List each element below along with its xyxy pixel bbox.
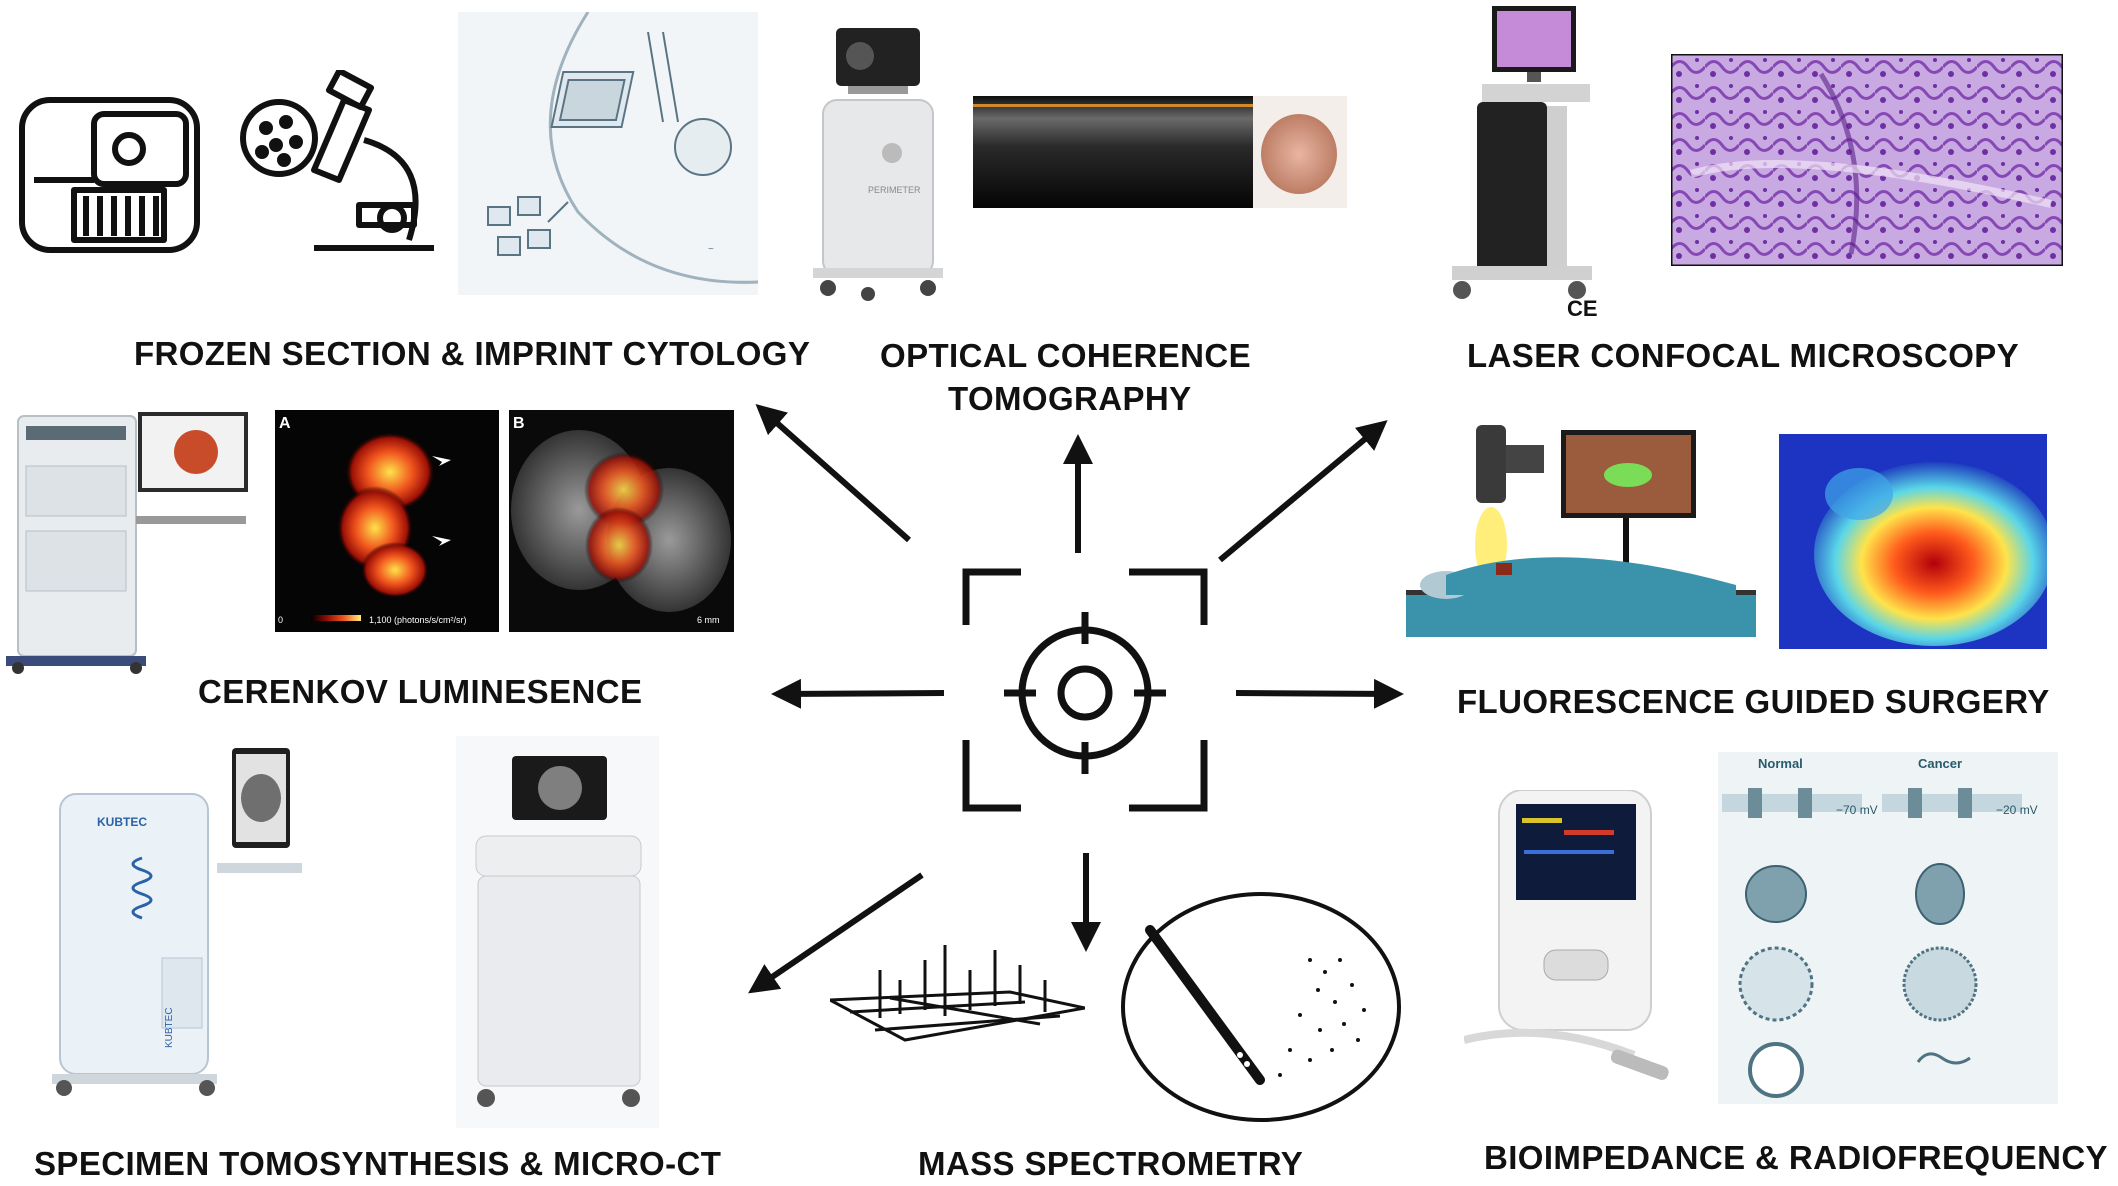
svg-text:6 mm: 6 mm	[697, 615, 720, 625]
mass-spectrum-plot-icon	[830, 945, 1085, 1042]
ce-mark: CE	[1567, 296, 1598, 321]
cerenkov-panel-b: B 6 mm	[509, 410, 734, 632]
oct-cart-device: PERIMETER	[813, 28, 943, 301]
oct-scan-image	[973, 96, 1347, 208]
imprint-cytology-sketch: ~	[458, 12, 758, 295]
kubtec-specimen-device: KUBTEC KUBTEC	[52, 748, 302, 1096]
svg-text:1,100 (photons/s/cm²/sr): 1,100 (photons/s/cm²/sr)	[369, 615, 467, 625]
label-oct-line2: TOMOGRAPHY	[948, 380, 1192, 417]
svg-text:~: ~	[708, 244, 714, 255]
svg-text:−70 mV: −70 mV	[1836, 803, 1878, 817]
svg-text:−20 mV: −20 mV	[1996, 803, 2038, 817]
arrow-to-fgs	[1235, 678, 1404, 709]
confocal-device: CE	[1452, 6, 1598, 321]
surgical-smoke-probe-icon	[1121, 892, 1401, 1122]
fluorescence-heatmap	[1779, 434, 2047, 649]
svg-text:KUBTEC: KUBTEC	[164, 1007, 175, 1048]
confocal-microscopy-image	[1671, 54, 2063, 266]
cerenkov-panel-a: A 0 1,100 (photons/s/cm²/sr)	[275, 410, 499, 632]
arrow-to-tomo	[748, 872, 924, 994]
cryostat-microscope-icons	[19, 70, 434, 253]
oct-brand-text: PERIMETER	[868, 185, 921, 195]
label-laser-confocal: LASER CONFOCAL MICROSCOPY	[1467, 337, 2020, 374]
arrow-to-lcm	[1218, 420, 1388, 563]
micro-ct-device	[456, 736, 659, 1128]
svg-text:A: A	[279, 415, 291, 432]
fluorescence-surgery-scene	[1406, 425, 1756, 637]
cerenkov-imaging-device	[6, 412, 248, 674]
svg-text:B: B	[513, 415, 525, 432]
bioimpedance-cell-diagram: Normal Cancer −70 mV −20 mV	[1718, 752, 2058, 1104]
svg-text:KUBTEC: KUBTEC	[97, 815, 147, 829]
label-fluorescence-guided: FLUORESCENCE GUIDED SURGERY	[1457, 683, 2050, 720]
target-crosshair-icon	[962, 568, 1208, 812]
label-mass-spectrometry: MASS SPECTROMETRY	[918, 1145, 1304, 1182]
label-frozen-section: FROZEN SECTION & IMPRINT CYTOLOGY	[134, 335, 811, 372]
arrow-to-frozen	[755, 404, 911, 543]
label-bioimpedance: BIOIMPEDANCE & RADIOFREQUENCY	[1484, 1139, 2108, 1176]
svg-text:0: 0	[278, 615, 283, 625]
label-oct-line1: OPTICAL COHERENCE	[880, 337, 1252, 374]
svg-text:Cancer: Cancer	[1918, 756, 1962, 771]
margin-probe-device	[1464, 790, 1669, 1080]
label-cerenkov: CERENKOV LUMINESENCE	[198, 673, 643, 710]
arrow-to-cerenkov	[771, 678, 945, 709]
label-specimen-tomosynthesis: SPECIMEN TOMOSYNTHESIS & MICRO-CT	[34, 1145, 722, 1182]
svg-text:Normal: Normal	[1758, 756, 1803, 771]
